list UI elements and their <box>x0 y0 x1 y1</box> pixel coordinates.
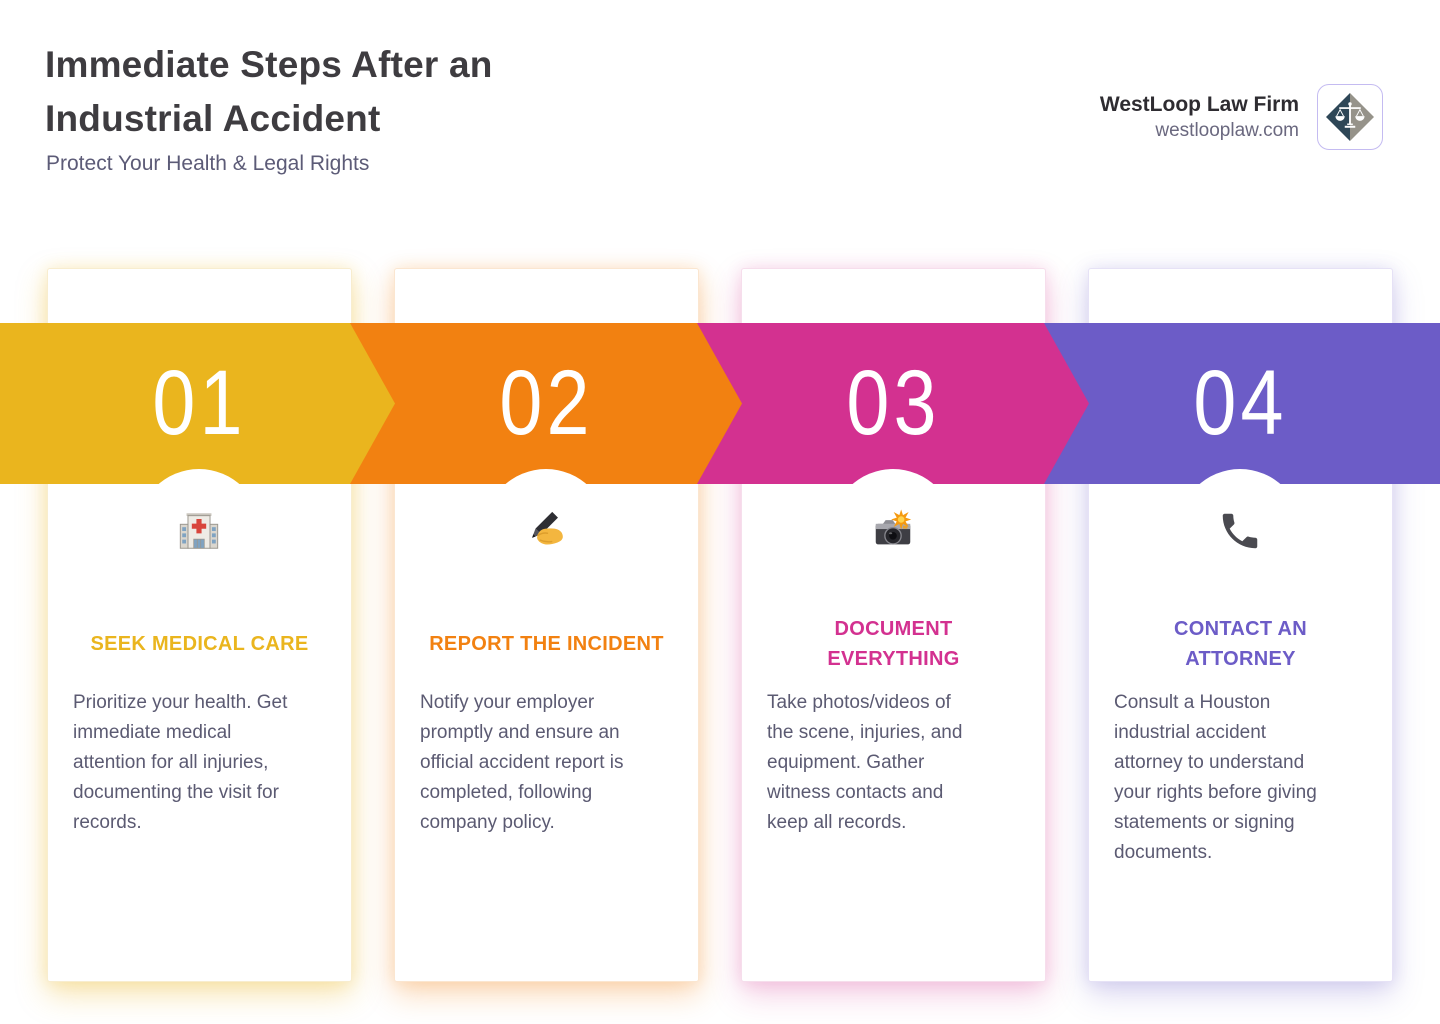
page-title: Immediate Steps After an Industrial Acci… <box>45 44 493 139</box>
step-icon-circle-2 <box>484 469 608 593</box>
step-title-3: DOCUMENT EVERYTHING <box>827 618 960 670</box>
step-number-4: 04 <box>1193 352 1288 454</box>
writing-hand-icon <box>532 511 563 545</box>
brand-text: WestLoop Law Firm westlooplaw.com <box>1100 91 1299 143</box>
step-title-1: SEEK MEDICAL CARE <box>90 633 309 655</box>
chevron-segment-4 <box>1044 323 1440 484</box>
step-icon-circle-4 <box>1178 469 1302 593</box>
brand-logo <box>1317 84 1383 150</box>
step-number-3: 03 <box>846 352 941 454</box>
chevron-segment-3 <box>697 323 1089 484</box>
scales-of-justice-icon <box>1335 102 1365 128</box>
step-number-1: 01 <box>152 352 247 454</box>
step-description-4: Consult a Houston industrial accident at… <box>1114 692 1317 863</box>
hospital-icon <box>179 513 219 549</box>
step-title-4: CONTACT AN ATTORNEY <box>1174 618 1307 670</box>
step-number-2: 02 <box>499 352 594 454</box>
step-description-3: Take photos/videos of the scene, injurie… <box>767 692 963 833</box>
step-description-2: Notify your employer promptly and ensure… <box>420 692 624 833</box>
chevron-segment-1 <box>0 323 395 484</box>
brand-block: WestLoop Law Firm westlooplaw.com <box>1100 84 1383 150</box>
chevron-segment-2 <box>350 323 742 484</box>
brand-website: westlooplaw.com <box>1155 120 1299 141</box>
step-chevron-banner: 01 02 03 04 <box>0 323 1440 484</box>
page-subtitle: Protect Your Health & Legal Rights <box>46 152 370 175</box>
step-icon-circle-1 <box>137 469 261 593</box>
phone-icon <box>1222 513 1258 549</box>
step-icon-circle-3 <box>831 469 955 593</box>
brand-name: WestLoop Law Firm <box>1099 93 1299 116</box>
step-title-2: REPORT THE INCIDENT <box>429 633 664 655</box>
step-description-1: Prioritize your health. Get immediate me… <box>73 692 288 833</box>
camera-flash-icon <box>875 509 912 545</box>
